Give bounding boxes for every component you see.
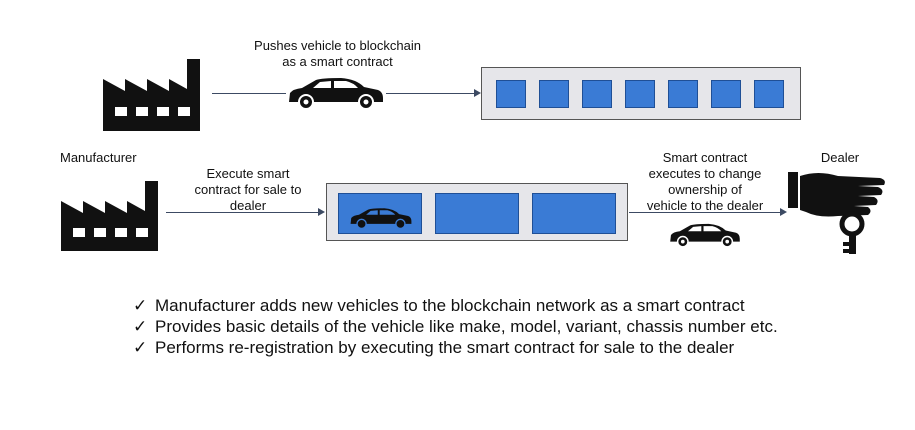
block <box>539 80 569 108</box>
block <box>496 80 526 108</box>
blockchain-top <box>481 67 801 120</box>
factory-icon <box>61 181 158 251</box>
bullet-item: ✓Performs re-registration by executing t… <box>133 338 735 357</box>
check-icon: ✓ <box>133 338 148 357</box>
change-arrow-head <box>780 208 787 216</box>
car-icon <box>670 223 740 248</box>
block-with-car <box>338 193 422 234</box>
factory-icon <box>103 59 200 131</box>
hand-with-key-icon <box>788 172 885 254</box>
car-icon <box>286 76 386 110</box>
block <box>625 80 655 108</box>
block <box>711 80 741 108</box>
bullet-item: ✓Manufacturer adds new vehicles to the b… <box>133 296 745 315</box>
blockchain-bottom <box>326 183 628 241</box>
change-arrow-line <box>629 212 781 213</box>
execute-arrow-line <box>166 212 319 213</box>
execute-label: Execute smart contract for sale to deale… <box>194 166 302 213</box>
check-icon: ✓ <box>133 296 148 315</box>
car-icon <box>350 208 412 229</box>
bullet-item: ✓Provides basic details of the vehicle l… <box>133 317 778 336</box>
block <box>532 193 616 234</box>
execute-arrow-head <box>318 208 325 216</box>
block <box>754 80 784 108</box>
push-label: Pushes vehicle to blockchain as a smart … <box>254 38 421 69</box>
manufacturer-label: Manufacturer <box>60 150 137 165</box>
push-arrow-head <box>474 89 481 97</box>
bullet-list: ✓Manufacturer adds new vehicles to the b… <box>133 295 778 358</box>
block <box>668 80 698 108</box>
change-label: Smart contract executes to change owners… <box>646 150 764 213</box>
block <box>435 193 519 234</box>
block <box>582 80 612 108</box>
check-icon: ✓ <box>133 317 148 336</box>
dealer-label: Dealer <box>820 150 860 165</box>
